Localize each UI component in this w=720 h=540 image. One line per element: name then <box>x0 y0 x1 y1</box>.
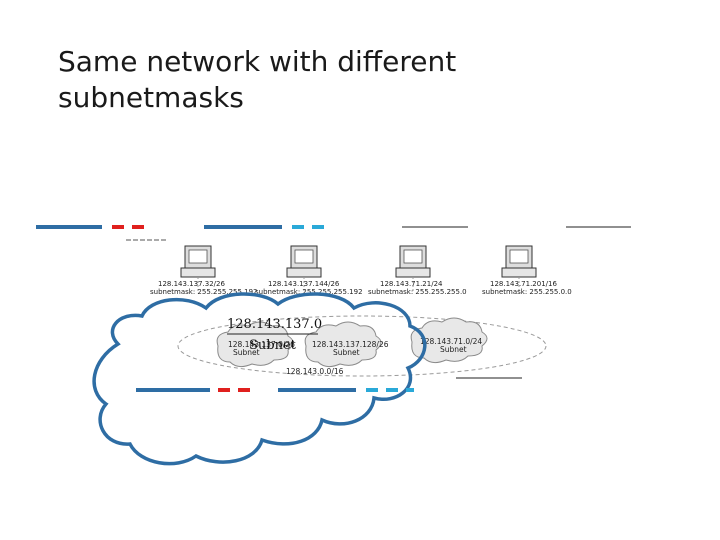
subnet-callout-cloud <box>92 292 427 466</box>
subnet-ip-label: 128.143.137.0/26 <box>228 340 295 349</box>
network-ellipse <box>177 315 547 377</box>
host-1: 128.143.137.32/26 subnetmask: 255.255.25… <box>150 245 258 296</box>
host-mask-label: subnetmask: 255.255.0.0 <box>482 288 572 296</box>
network-label: 128.143.0.0/16 <box>286 367 344 376</box>
computer-icon <box>501 245 537 292</box>
subnet-cloud-3: 128.143.71.0/24 Subnet <box>410 317 488 364</box>
host-2: 128.143.137.144/26 subnetmask: 255.255.2… <box>255 245 363 296</box>
subnet-ip-label: 128.143.137.128/26 <box>312 340 389 349</box>
subnet-type-label: Subnet <box>233 348 260 357</box>
title-line-1: Same network with different <box>58 45 457 78</box>
subnet-type-label: Subnet <box>333 348 360 357</box>
computer-icon <box>286 245 322 292</box>
host-ip-label: 128.143.71.21/24 <box>380 280 443 288</box>
host-mask-label: subnetmask: 255.255.255.192 <box>150 288 258 296</box>
subnet-type-label: Subnet <box>440 345 467 354</box>
top-line-segments <box>36 225 631 241</box>
subnet-cloud-2: 128.143.137.128/26 Subnet <box>304 321 389 368</box>
slide-title: Same network with different subnetmasks <box>58 44 658 116</box>
subnet-cloud-1: 128.143.137.0/26 Subnet <box>216 321 295 368</box>
host-mask-label: subnetmask: 255.255.255.0 <box>368 288 467 296</box>
computer-icon <box>180 245 216 292</box>
host-mask-label: subnetmask: 255.255.255.192 <box>255 288 363 296</box>
callout-ip-label: 128.143.137.0 <box>227 317 322 332</box>
host-3: 128.143.71.21/24 subnetmask: 255.255.255… <box>368 245 467 296</box>
subnet-ip-label: 128.143.71.0/24 <box>420 337 482 346</box>
title-line-2: subnetmasks <box>58 81 244 114</box>
host-ip-label: 128.143.137.144/26 <box>268 280 340 288</box>
computer-icon <box>395 245 431 292</box>
bottom-line-segments <box>136 377 522 392</box>
callout-subnet-label: Subnet <box>249 338 297 353</box>
host-ip-label: 128.143.71.201/16 <box>490 280 557 288</box>
host-ip-label: 128.143.137.32/26 <box>158 280 225 288</box>
host-4: 128.143.71.201/16 subnetmask: 255.255.0.… <box>482 245 572 296</box>
